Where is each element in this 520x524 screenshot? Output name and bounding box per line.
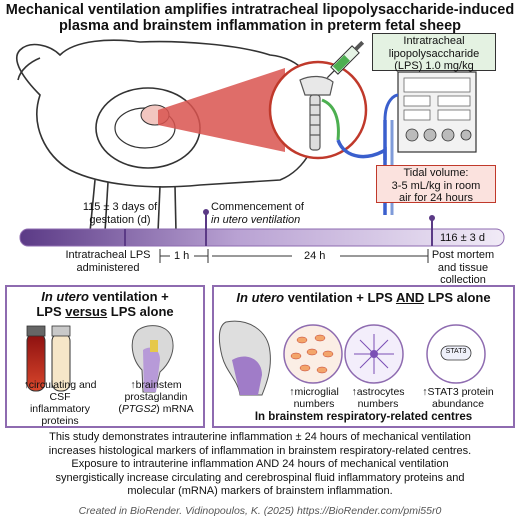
postmortem-line-1: Post mortem <box>431 249 495 261</box>
left-item1-line2: CSF <box>49 391 71 403</box>
left-item1-line4: proteins <box>41 415 79 427</box>
title-line-2: plasma and brainstem inflammation in pre… <box>58 18 462 34</box>
right-item1-line2: numbers <box>293 398 335 410</box>
tidal-box-line-1: Tidal volume: <box>403 167 469 179</box>
lps-admin-line-2: administered <box>76 261 140 274</box>
left-item2-mrna: ) mRNA <box>156 403 194 415</box>
commence-line-1: Commencement of <box>211 201 304 213</box>
right-title-end: LPS alone <box>424 290 491 305</box>
right-item3-line2: abundance <box>432 398 484 410</box>
astrocyte-icon <box>344 324 404 384</box>
right-item3-line1: ↑STAT3 protein <box>422 386 494 398</box>
right-title-italic: In utero <box>236 290 285 305</box>
tidal-volume-box: Tidal volume: 3-5 mL/kg in room air for … <box>376 165 496 204</box>
interval-arrows <box>159 249 429 263</box>
microglia-icon <box>283 324 343 384</box>
blood-tube-icon <box>26 325 46 392</box>
brainstem-icon-right <box>218 320 271 396</box>
credit-line: Created in BioRender. Vidinopoulos, K. (… <box>78 505 442 517</box>
right-title-rest: ventilation + LPS <box>284 290 396 305</box>
lps-dose-box: Intratracheal lipopolysaccharide (LPS) 1… <box>372 33 496 72</box>
interval-1h: 1 h <box>174 250 190 262</box>
csf-tube-icon <box>51 325 71 392</box>
right-panel-footer: In brainstem respiratory-related centres <box>254 411 473 423</box>
postmortem-label: Post mortem and tissue collection <box>418 249 508 287</box>
right-item2-line1: ↑astrocytes <box>351 386 405 398</box>
left-item-2: ↑brainstem prostaglandin (PTGS2) mRNA <box>108 379 204 415</box>
tidal-box-line-2: 3-5 mL/kg in room <box>391 179 481 192</box>
left-item2-gene: PTGS2 <box>121 403 157 415</box>
right-panel-title: In utero ventilation + LPS AND LPS alone <box>214 290 513 305</box>
right-item-microglia: ↑microglial numbers <box>278 386 350 410</box>
gestation-label: 115 ± 3 days of gestation (d) <box>60 201 180 226</box>
gestation-line-2: gestation (d) <box>89 213 151 226</box>
left-item2-line1: ↑brainstem <box>130 379 182 391</box>
lps-admin-line-1: Intratracheal LPS <box>65 249 151 261</box>
syringe-icon <box>326 40 365 79</box>
commencement-label: Commencement of in utero ventilation <box>211 201 361 226</box>
left-title-italic: In utero <box>41 289 89 304</box>
timeline-bar <box>19 228 505 247</box>
right-item2-line2: numbers <box>357 398 399 410</box>
summary-line-2: increases histological markers of inflam… <box>48 444 472 457</box>
right-panel: In utero ventilation + LPS AND LPS alone <box>212 285 515 428</box>
green-catheter <box>321 98 340 141</box>
left-title-versus: versus <box>65 304 108 319</box>
lps-administered-label: Intratracheal LPS administered <box>58 249 158 274</box>
commence-line-2: in utero ventilation <box>211 213 301 226</box>
left-item1-line1: ↑circulating and <box>23 379 97 391</box>
left-title-alone: LPS alone <box>107 304 174 319</box>
ventilator-device <box>397 71 477 153</box>
left-title-rest: ventilation + <box>88 289 169 304</box>
left-panel-title: In utero ventilation + LPS versus LPS al… <box>7 289 203 319</box>
lps-box-line-3: (LPS) 1.0 mg/kg <box>394 60 474 72</box>
summary-line-1: This study demonstrates intrauterine inf… <box>49 431 471 443</box>
tidal-box-line-3: air for 24 hours <box>399 192 473 204</box>
interval-24h: 24 h <box>304 250 326 262</box>
left-item-1: ↑circulating and CSF inflammatory protei… <box>10 379 110 427</box>
end-day-label: 116 ± 3 d <box>440 232 485 244</box>
left-title-lps: LPS <box>36 304 66 319</box>
lps-box-line-1: Intratracheal <box>403 35 465 47</box>
gestation-line-1: 115 ± 3 days of <box>82 201 158 213</box>
left-item2-paren-open: ( <box>118 403 122 415</box>
title-line-1: Mechanical ventilation amplifies intratr… <box>5 2 515 18</box>
right-title-and: AND <box>395 290 425 305</box>
left-item2-line2: prostaglandin <box>124 391 188 403</box>
right-item-astrocytes: ↑astrocytes numbers <box>342 386 414 410</box>
stat3-label: STAT3 <box>445 348 467 355</box>
summary-line-4: synergistically increase circulating and… <box>55 471 465 484</box>
summary-text: This study demonstrates intrauterine inf… <box>16 431 504 499</box>
postmortem-line-2: and tissue <box>437 261 489 274</box>
left-panel: In utero ventilation + LPS versus LPS al… <box>5 285 205 428</box>
zoom-cone <box>158 68 285 152</box>
summary-line-5: molecular (mRNA) markers of brainstem in… <box>127 485 393 498</box>
left-item1-line3: inflammatory <box>29 403 91 415</box>
postmortem-line-3: collection <box>440 274 486 286</box>
page-title: Mechanical ventilation amplifies intratr… <box>0 2 520 34</box>
summary-line-3: Exposure to intrauterine inflammation AN… <box>71 458 449 471</box>
lps-box-line-2: lipopolysaccharide <box>388 47 480 60</box>
right-item-stat3: ↑STAT3 protein abundance <box>418 386 498 410</box>
trachea-icon <box>299 75 334 151</box>
right-item1-line1: ↑microglial <box>289 386 339 398</box>
stat3-icon <box>426 324 486 384</box>
brainstem-icon-left <box>131 325 174 393</box>
